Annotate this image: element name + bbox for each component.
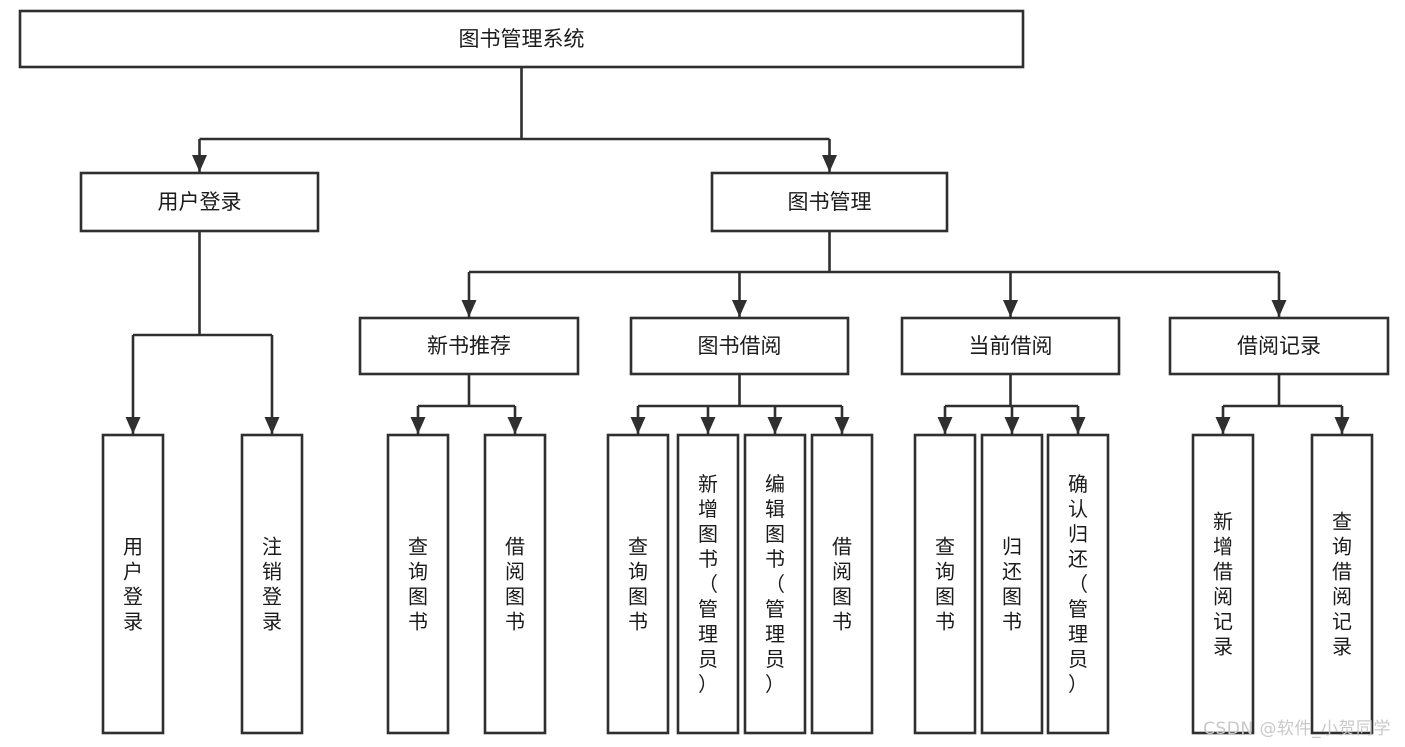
- node-leaf-query-book-borrow[interactable]: 查询图书: [606, 433, 670, 735]
- node-box: [483, 433, 547, 735]
- arrow-head-icon: [700, 417, 716, 434]
- node-box: [386, 433, 450, 735]
- node-box: [1310, 433, 1374, 735]
- arrow-head-icon: [410, 417, 426, 434]
- node-box: [980, 433, 1044, 735]
- arrow-head-icon: [192, 155, 207, 172]
- arrow-head-icon: [1003, 300, 1018, 317]
- arrow-head-icon: [767, 417, 783, 434]
- node-user-login[interactable]: 用户登录: [79, 171, 320, 233]
- node-leaf-query-book-recommend[interactable]: 查询图书: [386, 433, 450, 735]
- arrow-head-icon: [822, 155, 837, 172]
- arrow-head-icon: [1215, 417, 1231, 434]
- node-leaf-edit-book-admin[interactable]: 编辑图书（管理员）: [743, 433, 807, 735]
- node-box: [18, 9, 1025, 69]
- connector-group-book-manage: [461, 231, 1287, 317]
- connector-group-book-borrow: [630, 374, 850, 434]
- node-box: [743, 433, 807, 735]
- node-label: 注销登录: [262, 535, 282, 634]
- node-borrow-record[interactable]: 借阅记录: [1168, 316, 1390, 376]
- node-label: 借阅记录: [1237, 334, 1321, 358]
- node-leaf-add-borrow-record[interactable]: 新增借阅记录: [1191, 433, 1255, 735]
- connector-group-current-borrow: [937, 374, 1086, 434]
- node-label: 确认归还（管理员）: [1068, 472, 1088, 696]
- node-leaf-query-book-current[interactable]: 查询图书: [913, 433, 977, 735]
- arrow-head-icon: [732, 300, 747, 317]
- node-label: 当前借阅: [969, 334, 1053, 358]
- node-label: 查询借阅记录: [1332, 510, 1352, 659]
- arrow-head-icon: [630, 417, 646, 434]
- node-box: [900, 316, 1121, 376]
- connector-group-root: [192, 67, 837, 172]
- node-leaf-query-borrow-record[interactable]: 查询借阅记录: [1310, 433, 1374, 735]
- connector-group-user-login: [125, 231, 280, 434]
- node-book-manage[interactable]: 图书管理: [710, 171, 949, 233]
- connector-group-new-book-recommend: [410, 374, 523, 434]
- node-box: [629, 316, 850, 376]
- node-label: 归还图书: [1002, 535, 1022, 634]
- node-box: [810, 433, 874, 735]
- node-label: 新书推荐: [427, 334, 511, 358]
- node-box: [101, 433, 165, 735]
- arrow-head-icon: [834, 417, 850, 434]
- nodes-layer: 图书管理系统用户登录图书管理新书推荐图书借阅当前借阅借阅记录用户登录注销登录查询…: [18, 9, 1390, 735]
- arrow-head-icon: [507, 417, 523, 434]
- node-label: 新增图书（管理员）: [698, 472, 718, 696]
- node-label: 查询图书: [408, 535, 428, 634]
- node-box: [710, 171, 949, 233]
- connector-group-borrow-record: [1215, 374, 1350, 434]
- node-leaf-user-login[interactable]: 用户登录: [101, 433, 165, 735]
- node-leaf-borrow-book-recommend[interactable]: 借阅图书: [483, 433, 547, 735]
- node-box: [1191, 433, 1255, 735]
- connectors-layer: [125, 67, 1350, 434]
- arrow-head-icon: [937, 417, 953, 434]
- arrow-head-icon: [1070, 417, 1086, 434]
- node-box: [79, 171, 320, 233]
- node-box: [1168, 316, 1390, 376]
- node-box: [358, 316, 580, 376]
- node-box: [606, 433, 670, 735]
- node-box: [240, 433, 304, 735]
- node-label: 用户登录: [123, 535, 143, 634]
- watermark-text: CSDN @软件_小贺同学: [1203, 719, 1391, 739]
- node-label: 借阅图书: [505, 535, 525, 634]
- node-leaf-logout[interactable]: 注销登录: [240, 433, 304, 735]
- node-box: [913, 433, 977, 735]
- node-box: [676, 433, 740, 735]
- arrow-head-icon: [461, 300, 477, 317]
- node-leaf-add-book-admin[interactable]: 新增图书（管理员）: [676, 433, 740, 735]
- node-book-borrow[interactable]: 图书借阅: [629, 316, 850, 376]
- node-label: 用户登录: [158, 190, 242, 214]
- node-label: 图书借阅: [698, 334, 782, 358]
- arrow-head-icon: [1334, 417, 1350, 434]
- node-leaf-return-book[interactable]: 归还图书: [980, 433, 1044, 735]
- node-leaf-confirm-return-admin[interactable]: 确认归还（管理员）: [1046, 433, 1110, 735]
- node-label: 查询图书: [935, 535, 955, 634]
- node-leaf-borrow-book[interactable]: 借阅图书: [810, 433, 874, 735]
- node-box: [1046, 433, 1110, 735]
- arrow-head-icon: [1004, 417, 1020, 434]
- node-label: 图书管理: [788, 190, 872, 214]
- node-label: 编辑图书（管理员）: [765, 472, 785, 696]
- arrow-head-icon: [125, 417, 141, 434]
- arrow-head-icon: [1271, 300, 1287, 317]
- node-label: 新增借阅记录: [1213, 510, 1233, 659]
- node-label: 图书管理系统: [459, 27, 585, 51]
- node-label: 查询图书: [628, 535, 648, 634]
- node-root[interactable]: 图书管理系统: [18, 9, 1025, 69]
- node-new-book-recommend[interactable]: 新书推荐: [358, 316, 580, 376]
- node-label: 借阅图书: [832, 535, 852, 634]
- arrow-head-icon: [264, 417, 280, 434]
- node-current-borrow[interactable]: 当前借阅: [900, 316, 1121, 376]
